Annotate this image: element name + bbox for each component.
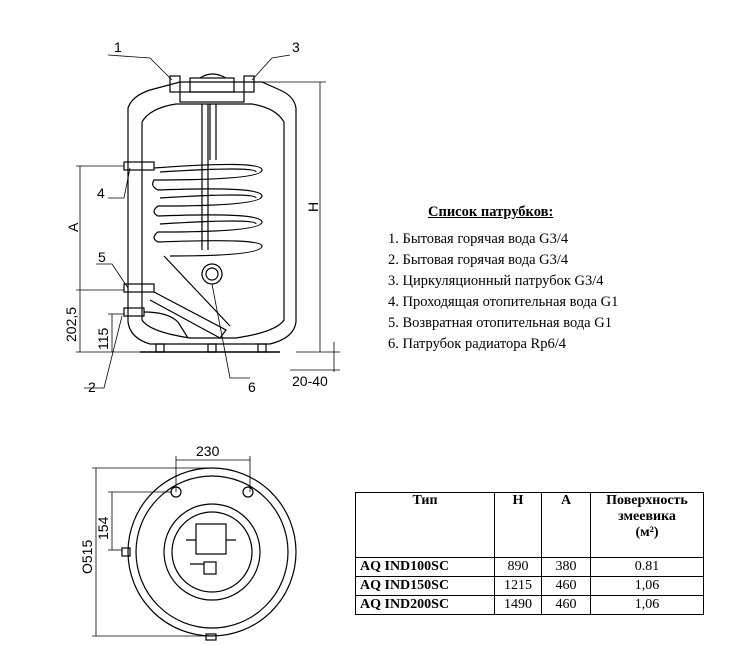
table-header-row: Тип H A Поверхность змеевика(м²): [355, 492, 704, 558]
header-h: H: [494, 492, 542, 558]
inner-tank: [141, 103, 285, 339]
heating-coil: [152, 163, 263, 257]
callout-2: 2: [88, 379, 96, 395]
cell-h: 1215: [494, 576, 542, 596]
legend-item: 4. Проходящая отопительная вода G1: [388, 294, 619, 310]
outlet-3: [243, 75, 255, 93]
table-row: AQ IND150SC 1215 460 1,06: [355, 576, 704, 596]
legend-list: 1. Бытовая горячая вода G3/4 2. Бытовая …: [388, 229, 618, 355]
top-dimensions: [92, 456, 251, 637]
side-view: [123, 73, 297, 353]
dim-h: H: [305, 202, 321, 212]
dim-20-40: 20-40: [292, 373, 328, 389]
header-surface: Поверхность змеевика(м²): [590, 492, 704, 558]
surface-unit: (м²): [635, 525, 659, 540]
header-a: A: [541, 492, 591, 558]
dim-154: 154: [95, 516, 111, 540]
inlet-2: [123, 307, 145, 317]
legend-item: 3. Циркуляционный патрубок G3/4: [388, 273, 604, 289]
connection-legend: Список патрубков: 1. Бытовая горячая вод…: [388, 204, 618, 355]
cell-a: 460: [541, 595, 591, 615]
table-row: AQ IND200SC 1490 460 1,06: [355, 595, 704, 615]
cell-surface: 0.81: [590, 557, 704, 577]
legend-title: Список патрубков:: [428, 204, 554, 220]
surface-label: Поверхность змеевика: [606, 493, 688, 524]
cell-h: 1490: [494, 595, 542, 615]
cell-model: AQ IND150SC: [355, 576, 495, 596]
cell-surface: 1,06: [590, 595, 704, 615]
radiator-port: [201, 263, 223, 285]
cell-surface: 1,06: [590, 576, 704, 596]
top-view: [121, 467, 297, 641]
legend-item: 5. Возвратная отопительная вода G1: [388, 315, 612, 331]
dim-a: A: [65, 222, 81, 232]
legend-item: 6. Патрубок радиатора Rp6/4: [388, 336, 567, 352]
callout-1: 1: [114, 39, 122, 55]
cell-a: 380: [541, 557, 591, 577]
callout-6: 6: [248, 379, 256, 395]
top-flange: [179, 91, 245, 103]
outer-shell: [127, 81, 297, 345]
callout-3: 3: [292, 39, 300, 55]
legend-item: 1. Бытовая горячая вода G3/4: [388, 231, 569, 247]
outlet-1: [169, 75, 181, 93]
dim-115: 115: [95, 327, 111, 350]
spec-table: Тип H A Поверхность змеевика(м²) AQ IND1…: [355, 492, 704, 615]
inlet-5: [123, 283, 155, 293]
dim-230: 230: [196, 443, 220, 459]
header-type: Тип: [355, 492, 495, 558]
cell-model: AQ IND200SC: [355, 595, 495, 615]
callout-5: 5: [98, 249, 106, 265]
cell-a: 460: [541, 576, 591, 596]
dim-515: O515: [79, 540, 95, 574]
cell-model: AQ IND100SC: [355, 557, 495, 577]
side-dimensions: [76, 54, 340, 389]
dim-202: 202,5: [63, 307, 79, 342]
cell-h: 890: [494, 557, 542, 577]
callout-4: 4: [97, 185, 105, 201]
legend-item: 2. Бытовая горячая вода G3/4: [388, 252, 569, 268]
table-row: AQ IND100SC 890 380 0.81: [355, 557, 704, 577]
